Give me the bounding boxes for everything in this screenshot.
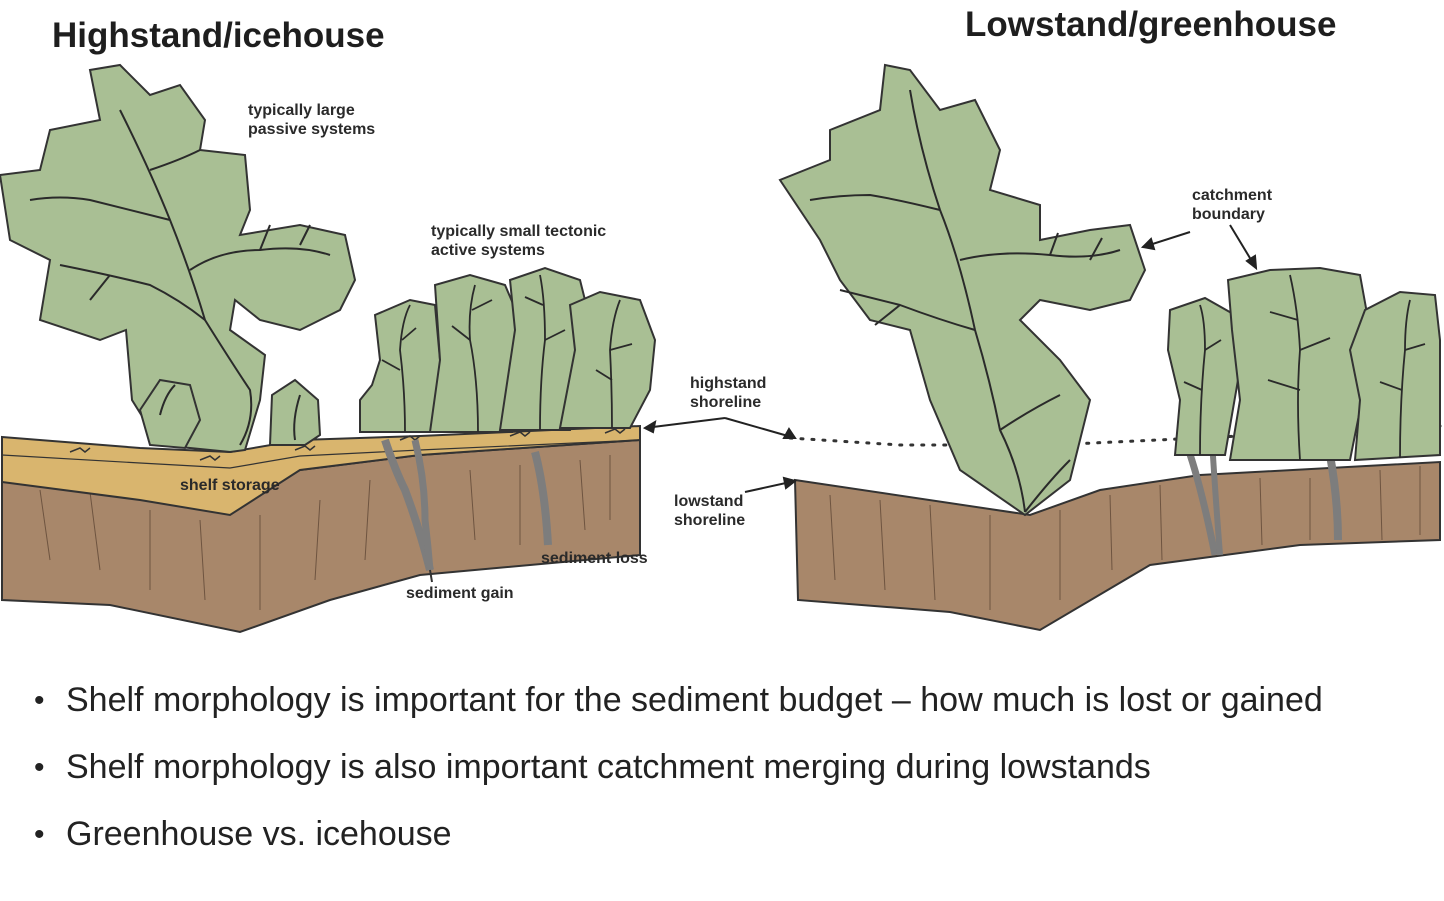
label-sediment-gain: sediment gain — [406, 585, 514, 602]
bullet-dot: • — [34, 751, 45, 784]
bullet-dot: • — [34, 818, 45, 851]
rightmost-catchment — [1348, 290, 1441, 462]
left-panel — [0, 63, 657, 634]
bullet-item: • Greenhouse vs. icehouse — [32, 812, 1422, 857]
shelf-catchment-diagram — [0, 63, 1442, 634]
bullet-dot: • — [34, 684, 45, 717]
pointer-lines — [642, 224, 1258, 493]
right-substrate — [793, 460, 1441, 632]
sediment-gain-channel — [381, 438, 434, 571]
label-sediment-loss: sediment loss — [541, 550, 648, 567]
label-lowstand-shoreline: lowstand shoreline — [674, 493, 746, 529]
right-panel-title: Lowstand/greenhouse — [965, 5, 1337, 44]
bullet-text: Greenhouse vs. icehouse — [66, 815, 452, 853]
label-highstand-shoreline: highstand shoreline — [690, 375, 767, 411]
label-catchment-boundary: catchment boundary — [1192, 187, 1273, 223]
bullet-list: • Shelf morphology is important for the s… — [32, 678, 1422, 879]
left-panel-title: Highstand/icehouse — [52, 16, 385, 55]
label-shelf-storage: shelf storage — [180, 477, 280, 494]
bullet-item: • Shelf morphology is also important catc… — [32, 745, 1422, 790]
merged-large-catchment — [778, 63, 1147, 517]
right-panel — [778, 63, 1442, 632]
sediment-loss-channel — [531, 450, 552, 546]
bullet-text: Shelf morphology is important for the se… — [66, 681, 1323, 719]
label-small-tectonic: typically small tectonic active systems — [431, 223, 607, 259]
small-tectonic-catchments — [359, 266, 657, 433]
bullet-text: Shelf morphology is also important catch… — [66, 748, 1151, 786]
bullet-item: • Shelf morphology is important for the s… — [32, 678, 1422, 723]
label-large-passive: typically large passive systems — [248, 102, 376, 138]
